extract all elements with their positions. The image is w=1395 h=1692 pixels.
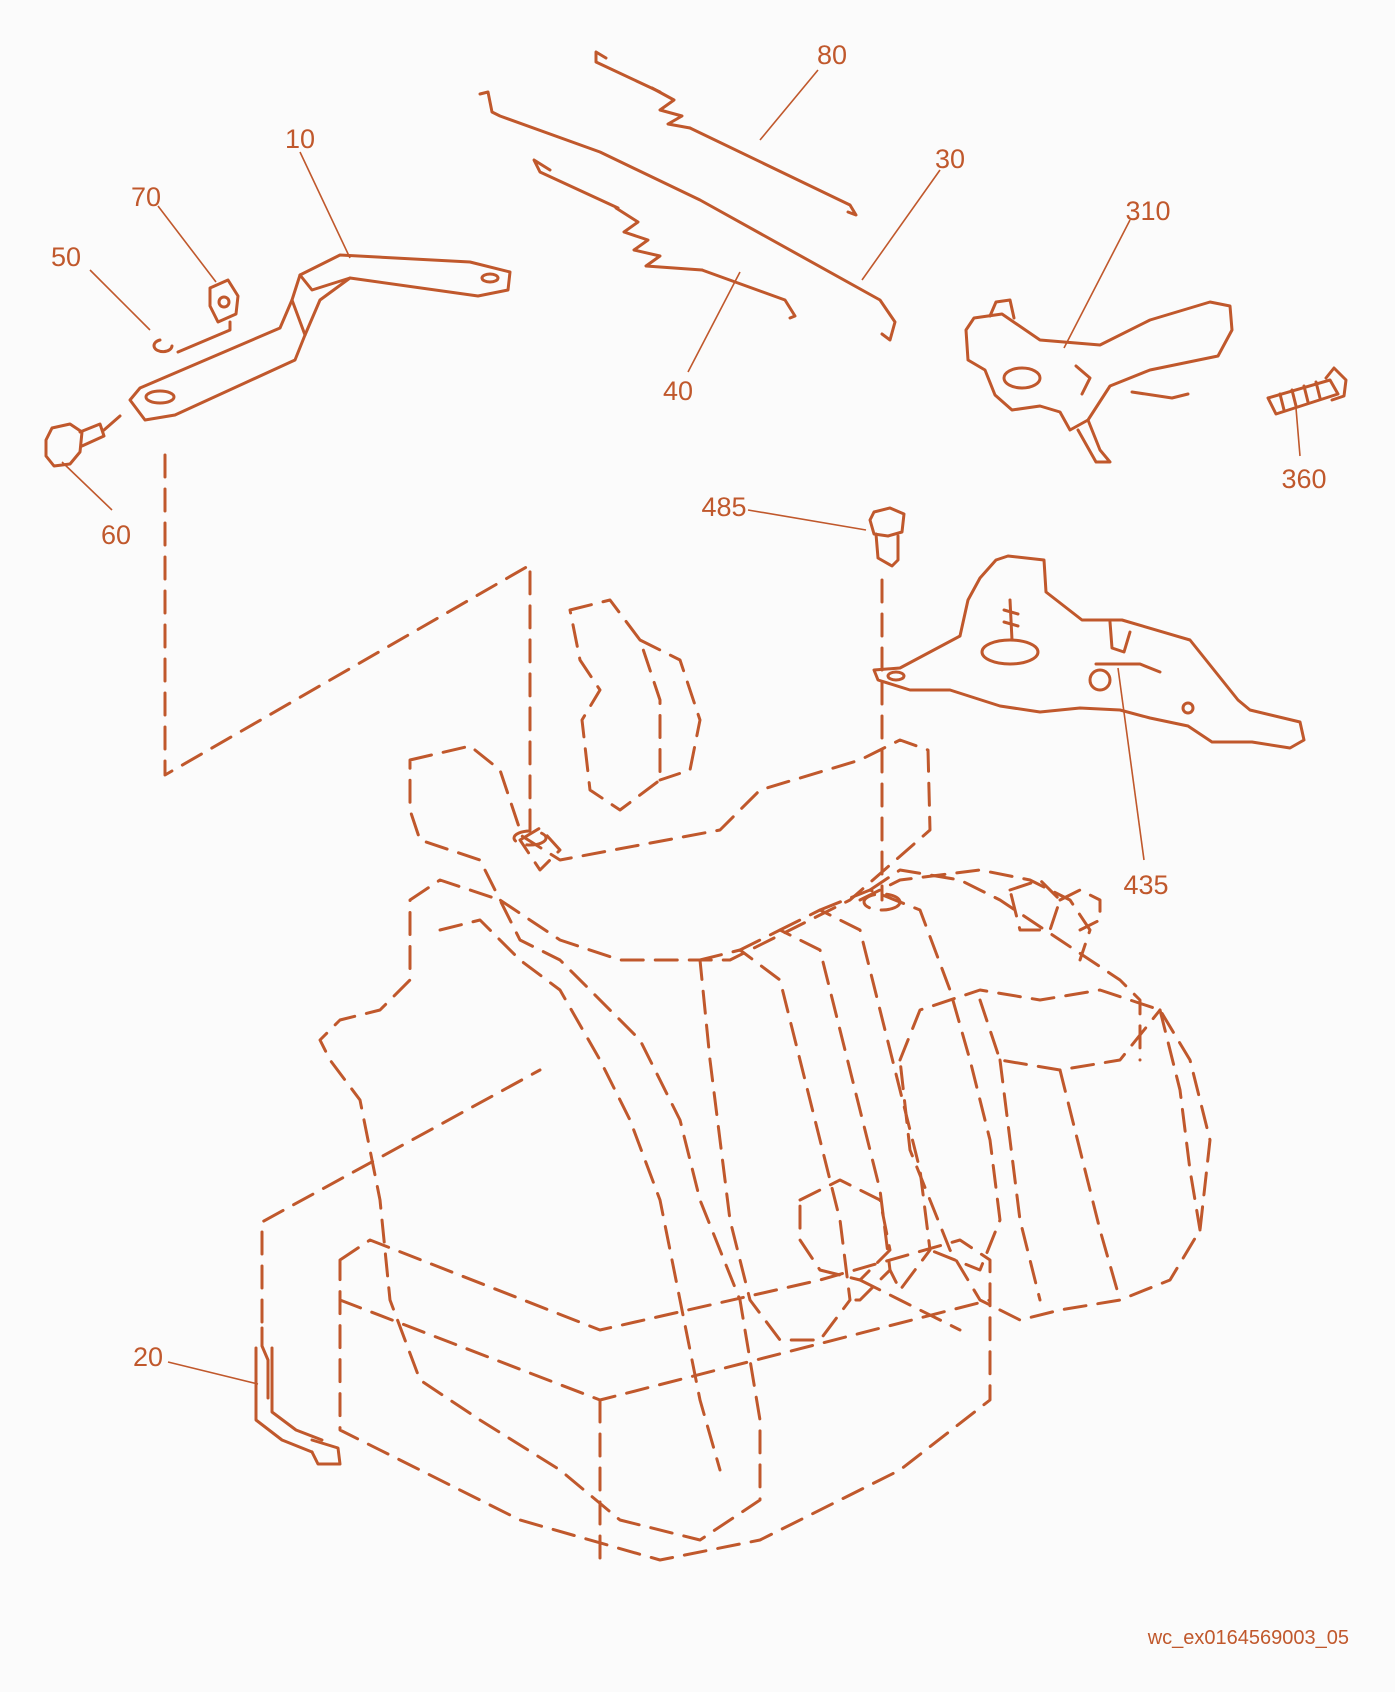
- callout-435: 435: [1123, 870, 1168, 900]
- part-20-control-rod: [254, 1326, 342, 1466]
- callout-40: 40: [663, 376, 693, 406]
- callout-310: 310: [1125, 196, 1170, 226]
- callout-10: 10: [285, 124, 315, 154]
- part-10-lever-arm: [128, 253, 512, 422]
- callout-60: 60: [101, 520, 131, 550]
- figure-reference-code: wc_ex0164569003_05: [1147, 1627, 1349, 1649]
- part-70-clip: [208, 278, 240, 324]
- callout-70: 70: [131, 182, 161, 212]
- callout-485: 485: [701, 492, 746, 522]
- part-435-governor-plate: [872, 554, 1306, 750]
- part-40-spring-rod: [532, 158, 797, 320]
- part-485-bolt: [868, 506, 906, 568]
- callout-80: 80: [817, 40, 847, 70]
- part-310-control-bracket: [964, 298, 1234, 464]
- part-360-screw: [1266, 366, 1348, 416]
- callout-leaders: [61, 69, 1301, 1385]
- part-50-retaining-ring: [152, 338, 174, 354]
- part-80-spring-rod: [594, 50, 858, 217]
- callout-50: 50: [51, 242, 81, 272]
- callout-labels: 10 70 50 60 80 30 40 310 360 485 435 20: [51, 40, 1327, 1372]
- engine-block-outline: [163, 453, 1212, 1562]
- callout-20: 20: [133, 1342, 163, 1372]
- part-30-link-rod: [478, 90, 897, 342]
- part-60-bolt: [44, 414, 122, 468]
- callout-30: 30: [935, 144, 965, 174]
- callout-360: 360: [1281, 464, 1326, 494]
